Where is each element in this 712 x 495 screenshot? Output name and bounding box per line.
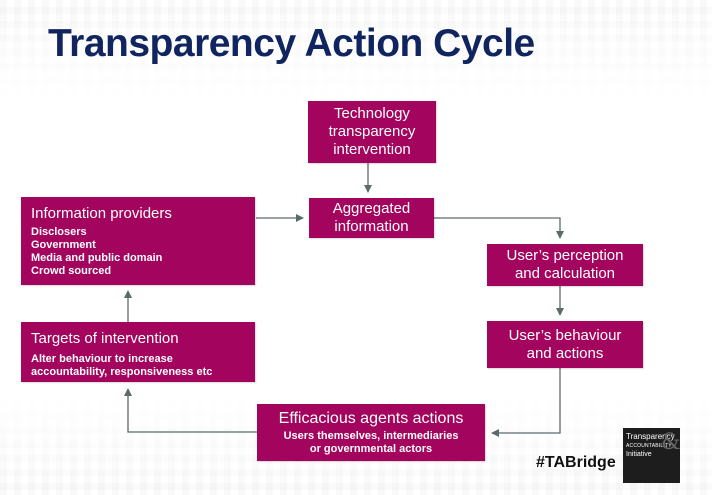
box-heading: Information providers [31, 205, 172, 222]
box-efficacious-agents-actions: Efficacious agents actions Users themsel… [257, 404, 485, 461]
logo-line-1: Transparency [626, 432, 675, 441]
box-line: Technology [334, 105, 410, 122]
slide-title: Transparency Action Cycle [48, 22, 535, 65]
hashtag-label: #TABridge [536, 454, 616, 471]
logo-line-2: ACCOUNTABILITY [626, 443, 672, 449]
box-users-behaviour: User’s behaviour and actions [487, 321, 643, 368]
box-item: Media and public domain [31, 252, 163, 264]
arrow-aggregated-to-perception [434, 217, 564, 239]
logo-ampersand: & [661, 430, 680, 455]
box-item: or governmental actors [309, 442, 433, 455]
box-targets-of-intervention: Targets of intervention Alter behaviour … [21, 322, 255, 382]
box-line: and actions [526, 344, 604, 362]
box-line: User’s perception [506, 247, 624, 264]
box-item: Crowd sourced [31, 265, 112, 277]
box-heading: Targets of intervention [31, 330, 179, 347]
box-line: information [334, 218, 409, 235]
box-item: Alter behaviour to increase [31, 353, 173, 365]
box-item: Government [31, 239, 96, 251]
box-line: intervention [333, 141, 411, 158]
box-aggregated-information: Aggregated information [309, 198, 434, 238]
box-item: Disclosers [31, 226, 87, 238]
box-item: Users themselves, intermediaries [283, 429, 459, 442]
logo-line-3: Initiative [626, 451, 652, 458]
box-line: and calculation [514, 265, 616, 282]
box-line: User’s behaviour [508, 326, 622, 344]
box-technology-transparency-intervention: Technology transparency intervention [308, 101, 436, 163]
box-item: accountability, responsiveness etc [31, 366, 213, 378]
box-information-providers: Information providers Disclosers Governm… [21, 197, 255, 285]
tai-logo-icon: Transparency ACCOUNTABILITY Initiative & [623, 428, 680, 483]
arrow-efficacious-to-targets [124, 388, 257, 433]
box-line: Aggregated [332, 200, 411, 217]
box-line: transparency [328, 123, 416, 140]
arrow-behaviour-to-efficacious [491, 368, 561, 437]
box-users-perception: User’s perception and calculation [487, 244, 643, 286]
box-heading: Efficacious agents actions [278, 409, 464, 427]
